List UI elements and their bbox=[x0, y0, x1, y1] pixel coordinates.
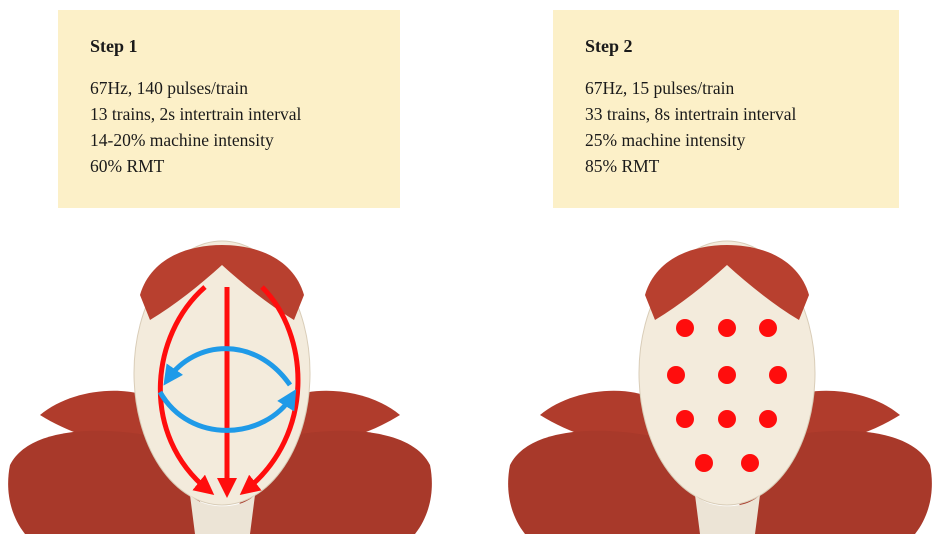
stimulation-dot bbox=[676, 319, 694, 337]
stimulation-dot bbox=[759, 319, 777, 337]
step-1-rmt: 60% RMT bbox=[90, 153, 400, 179]
step-2-head-illustration bbox=[500, 225, 937, 534]
head-anatomy bbox=[508, 241, 932, 534]
head-anatomy bbox=[8, 241, 432, 534]
stimulation-dot bbox=[676, 410, 694, 428]
stimulation-dot bbox=[718, 410, 736, 428]
step-2-trains: 33 trains, 8s intertrain interval bbox=[585, 101, 899, 127]
step-2-title: Step 2 bbox=[585, 36, 899, 57]
step-2-intensity: 25% machine intensity bbox=[585, 127, 899, 153]
stimulation-dot bbox=[718, 319, 736, 337]
step-2-rmt: 85% RMT bbox=[585, 153, 899, 179]
stimulation-dot bbox=[769, 366, 787, 384]
stimulation-dot bbox=[718, 366, 736, 384]
step-1-intensity: 14-20% machine intensity bbox=[90, 127, 400, 153]
step-2-frequency: 67Hz, 15 pulses/train bbox=[585, 75, 899, 101]
step-1-parameters-box: Step 1 67Hz, 140 pulses/train 13 trains,… bbox=[58, 10, 400, 208]
stimulation-dot bbox=[667, 366, 685, 384]
stimulation-dot bbox=[741, 454, 759, 472]
step-1-title: Step 1 bbox=[90, 36, 400, 57]
stimulation-dot bbox=[695, 454, 713, 472]
step-1-frequency: 67Hz, 140 pulses/train bbox=[90, 75, 400, 101]
step-1-trains: 13 trains, 2s intertrain interval bbox=[90, 101, 400, 127]
stimulation-dot bbox=[759, 410, 777, 428]
step-1-head-illustration bbox=[0, 225, 440, 534]
step-2-parameters-box: Step 2 67Hz, 15 pulses/train 33 trains, … bbox=[553, 10, 899, 208]
